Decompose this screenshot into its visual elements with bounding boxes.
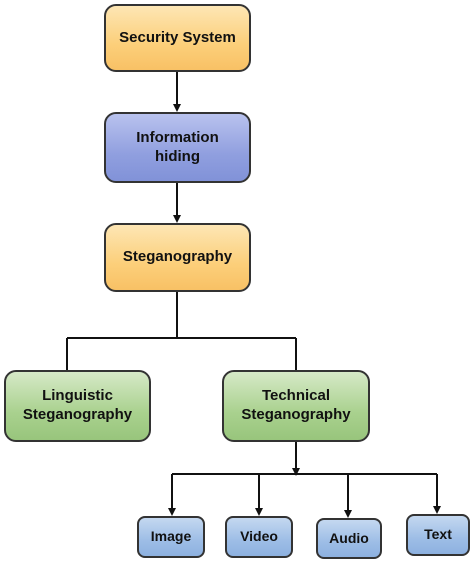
node-video: Video	[225, 516, 293, 558]
node-audio: Audio	[316, 518, 382, 559]
node-image: Image	[137, 516, 205, 558]
node-text: Text	[406, 514, 470, 556]
node-technical-steganography: Technical Steganography	[222, 370, 370, 442]
node-linguistic-steganography: Linguistic Steganography	[4, 370, 151, 442]
node-information-hiding: Information hiding	[104, 112, 251, 183]
node-security-system: Security System	[104, 4, 251, 72]
node-steganography: Steganography	[104, 223, 251, 292]
